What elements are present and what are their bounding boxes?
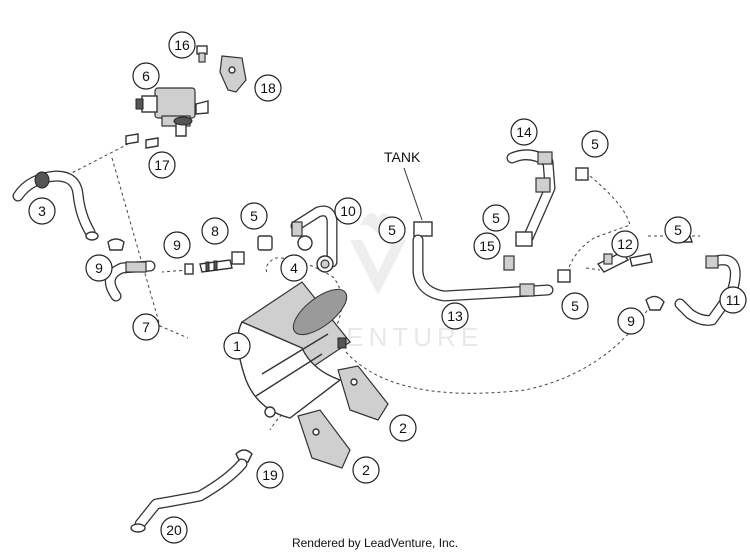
svg-text:19: 19: [262, 467, 278, 483]
svg-text:1: 1: [233, 338, 241, 354]
svg-text:4: 4: [290, 260, 298, 276]
svg-text:3: 3: [38, 203, 46, 219]
callout-5: 5: [482, 204, 510, 232]
callout-12: 12: [611, 230, 639, 258]
callout-6: 6: [132, 62, 160, 90]
callout-5: 5: [240, 202, 268, 230]
svg-text:5: 5: [250, 208, 258, 224]
hose-part-11: [674, 254, 741, 326]
callout-9: 9: [85, 254, 113, 282]
svg-text:5: 5: [492, 210, 500, 226]
hose-fitting-15: [503, 231, 533, 271]
canister-bracket-upper: [337, 365, 389, 421]
drain-hose: [130, 458, 248, 533]
svg-text:2: 2: [399, 420, 407, 436]
check-valve: [297, 235, 334, 273]
callout-5: 5: [378, 216, 406, 244]
screw: [196, 45, 208, 63]
svg-text:5: 5: [571, 298, 579, 314]
callout-8: 8: [201, 217, 229, 245]
callout-9: 9: [617, 307, 645, 335]
svg-text:11: 11: [726, 292, 741, 308]
svg-text:9: 9: [173, 237, 181, 253]
callout-1: 1: [223, 332, 251, 360]
callout-10: 10: [334, 197, 362, 225]
svg-text:18: 18: [260, 80, 276, 96]
hose-part-14: [506, 149, 556, 244]
solenoid-valve: [135, 87, 209, 137]
callout-18: 18: [254, 74, 282, 102]
callout-14: 14: [510, 118, 538, 146]
tee-fitting: [596, 251, 653, 273]
callout-5: 5: [581, 130, 609, 158]
callout-13: 13: [441, 302, 469, 330]
svg-text:12: 12: [617, 236, 633, 252]
hose-part-3: [12, 170, 99, 241]
hose-part-7: [104, 260, 156, 302]
svg-text:14: 14: [516, 124, 532, 140]
svg-text:5: 5: [388, 222, 396, 238]
svg-text:13: 13: [447, 308, 463, 324]
svg-text:17: 17: [154, 157, 170, 173]
callout-2: 2: [352, 456, 380, 484]
svg-text:7: 7: [142, 319, 150, 335]
svg-text:9: 9: [95, 260, 103, 276]
svg-text:20: 20: [166, 522, 182, 538]
callout-16: 16: [168, 31, 196, 59]
hose-part-13: [412, 234, 554, 302]
hose-part-10: [290, 205, 338, 268]
mounting-bracket: [219, 55, 247, 93]
callout-3: 3: [28, 197, 56, 225]
svg-text:5: 5: [674, 222, 682, 238]
svg-text:5: 5: [591, 136, 599, 152]
hose-clamp-right: [645, 295, 665, 311]
svg-text:10: 10: [340, 203, 356, 219]
svg-text:2: 2: [362, 462, 370, 478]
callout-2: 2: [389, 414, 417, 442]
render-credit: Rendered by LeadVenture, Inc.: [291, 536, 459, 550]
callout-15: 15: [473, 232, 501, 260]
callout-7: 7: [132, 313, 160, 341]
callout-19: 19: [256, 461, 284, 489]
svg-text:16: 16: [174, 37, 190, 53]
fitting-assembly: [184, 235, 273, 275]
callout-17: 17: [148, 151, 176, 179]
callout-11: 11: [719, 286, 747, 314]
svg-text:8: 8: [211, 223, 219, 239]
callout-4: 4: [280, 254, 308, 282]
canister-bracket-lower: [297, 409, 351, 469]
callout-5: 5: [561, 292, 589, 320]
charcoal-canister: [237, 281, 351, 419]
tank-connection: [403, 167, 433, 237]
hose-clips: [125, 133, 159, 149]
hose-clamp: [107, 238, 125, 251]
callout-9: 9: [163, 231, 191, 259]
callout-5: 5: [664, 216, 692, 244]
svg-text:9: 9: [627, 313, 635, 329]
svg-text:6: 6: [142, 68, 150, 84]
tank-label: TANK: [384, 149, 421, 165]
callout-20: 20: [160, 516, 188, 544]
svg-text:15: 15: [479, 238, 495, 254]
